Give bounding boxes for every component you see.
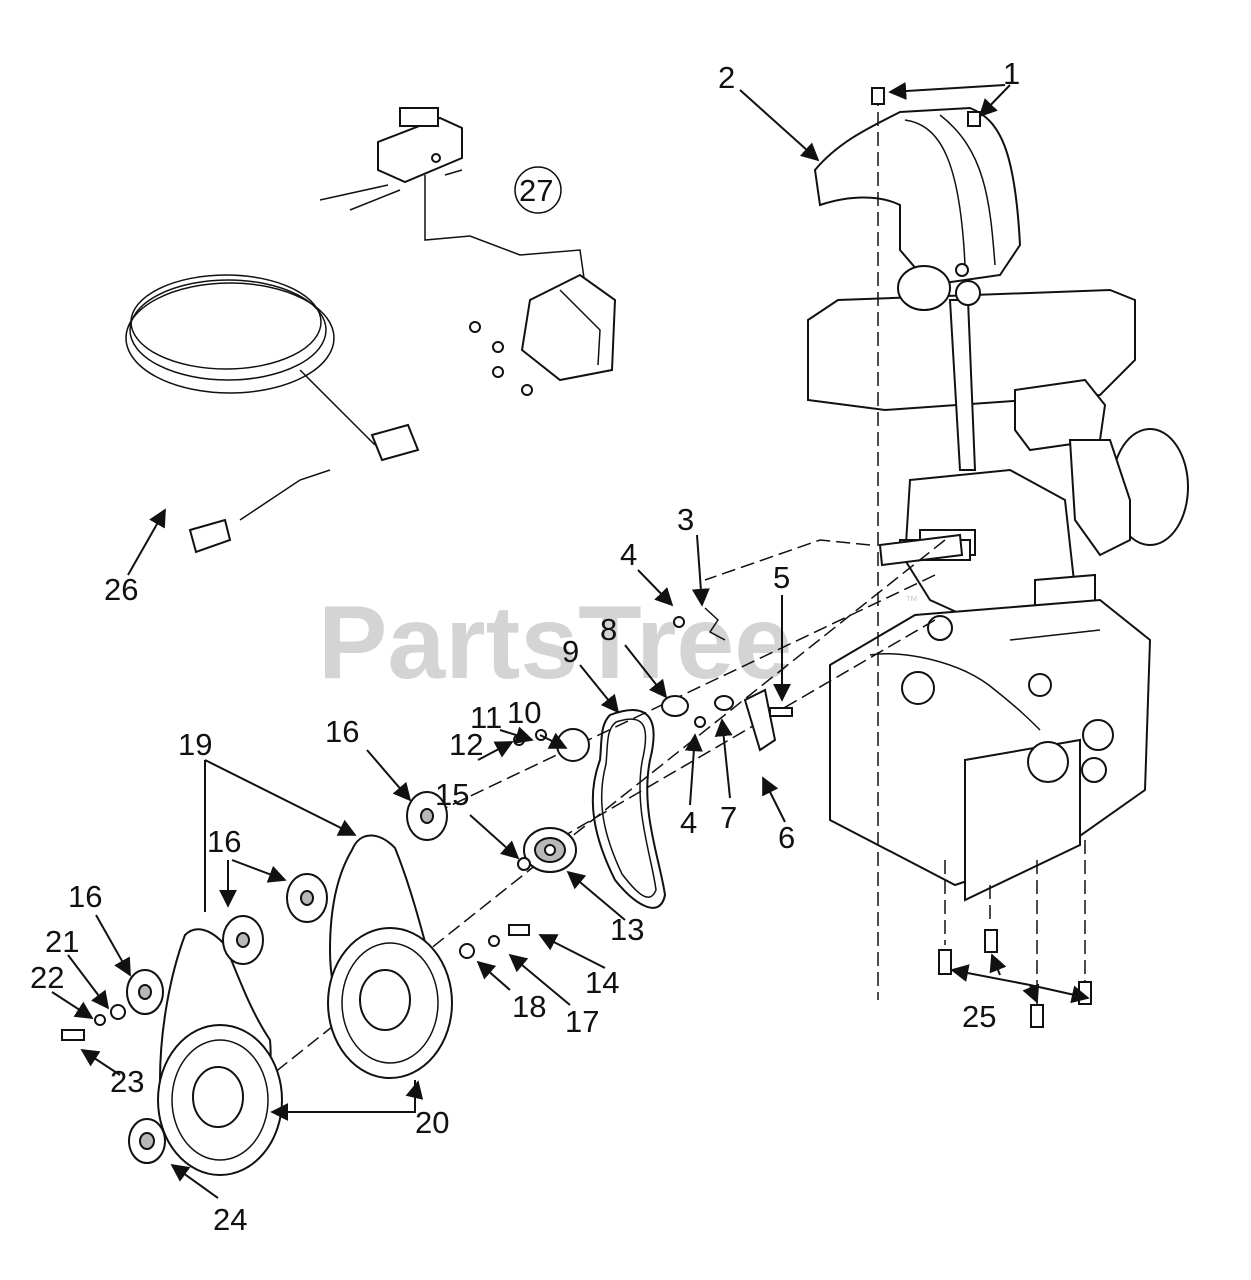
- callout-16b: 16: [207, 824, 241, 859]
- pulley-20-upper: [327, 927, 453, 1079]
- callout-16a: 16: [325, 714, 359, 749]
- callout-13: 13: [610, 912, 644, 947]
- callout-3: 3: [677, 502, 694, 537]
- shroud-cover: [813, 106, 1022, 287]
- callout-24: 24: [213, 1202, 247, 1237]
- callout-21: 21: [45, 924, 79, 959]
- callout-14: 14: [585, 965, 619, 1000]
- callout-7: 7: [720, 800, 737, 835]
- leader-arrows: [51, 82, 1090, 1199]
- callout-19: 19: [178, 727, 212, 762]
- callout-11: 11: [470, 700, 502, 735]
- callout-labels: 1 2 3 4 5 8 9 10 11 12 16 19 15 4 7 6 16…: [30, 56, 1020, 1237]
- engine-assembly: [807, 106, 1189, 902]
- idler-pulley-13: [523, 827, 577, 873]
- callout-10: 10: [507, 695, 541, 730]
- callout-26: 26: [104, 572, 138, 607]
- callout-1: 1: [1003, 56, 1020, 91]
- callout-8: 8: [600, 612, 617, 647]
- starter-callout-circle: [514, 166, 562, 214]
- watermark-text: PartsTree: [318, 585, 792, 701]
- callout-16c: 16: [68, 879, 102, 914]
- callout-9: 9: [562, 634, 579, 669]
- pulley-20-lower: [157, 1024, 283, 1176]
- callout-2: 2: [718, 60, 735, 95]
- callout-5: 5: [773, 560, 790, 595]
- callout-15: 15: [435, 777, 469, 812]
- callout-27: 27: [519, 173, 553, 208]
- power-cord: [125, 274, 420, 554]
- callout-6: 6: [778, 820, 795, 855]
- callout-23: 23: [110, 1064, 144, 1099]
- callout-18: 18: [512, 989, 546, 1024]
- watermark-trademark: ™: [905, 593, 918, 608]
- drive-belt-9: [591, 709, 667, 909]
- pulley-washers-16: [61, 791, 448, 1164]
- callout-25: 25: [962, 999, 996, 1034]
- callout-22: 22: [30, 960, 64, 995]
- callout-4b: 4: [680, 805, 697, 840]
- electric-starter: [319, 107, 617, 396]
- callout-4a: 4: [620, 537, 637, 572]
- callout-20: 20: [415, 1105, 449, 1140]
- callout-17: 17: [565, 1004, 599, 1039]
- callout-12: 12: [449, 727, 483, 762]
